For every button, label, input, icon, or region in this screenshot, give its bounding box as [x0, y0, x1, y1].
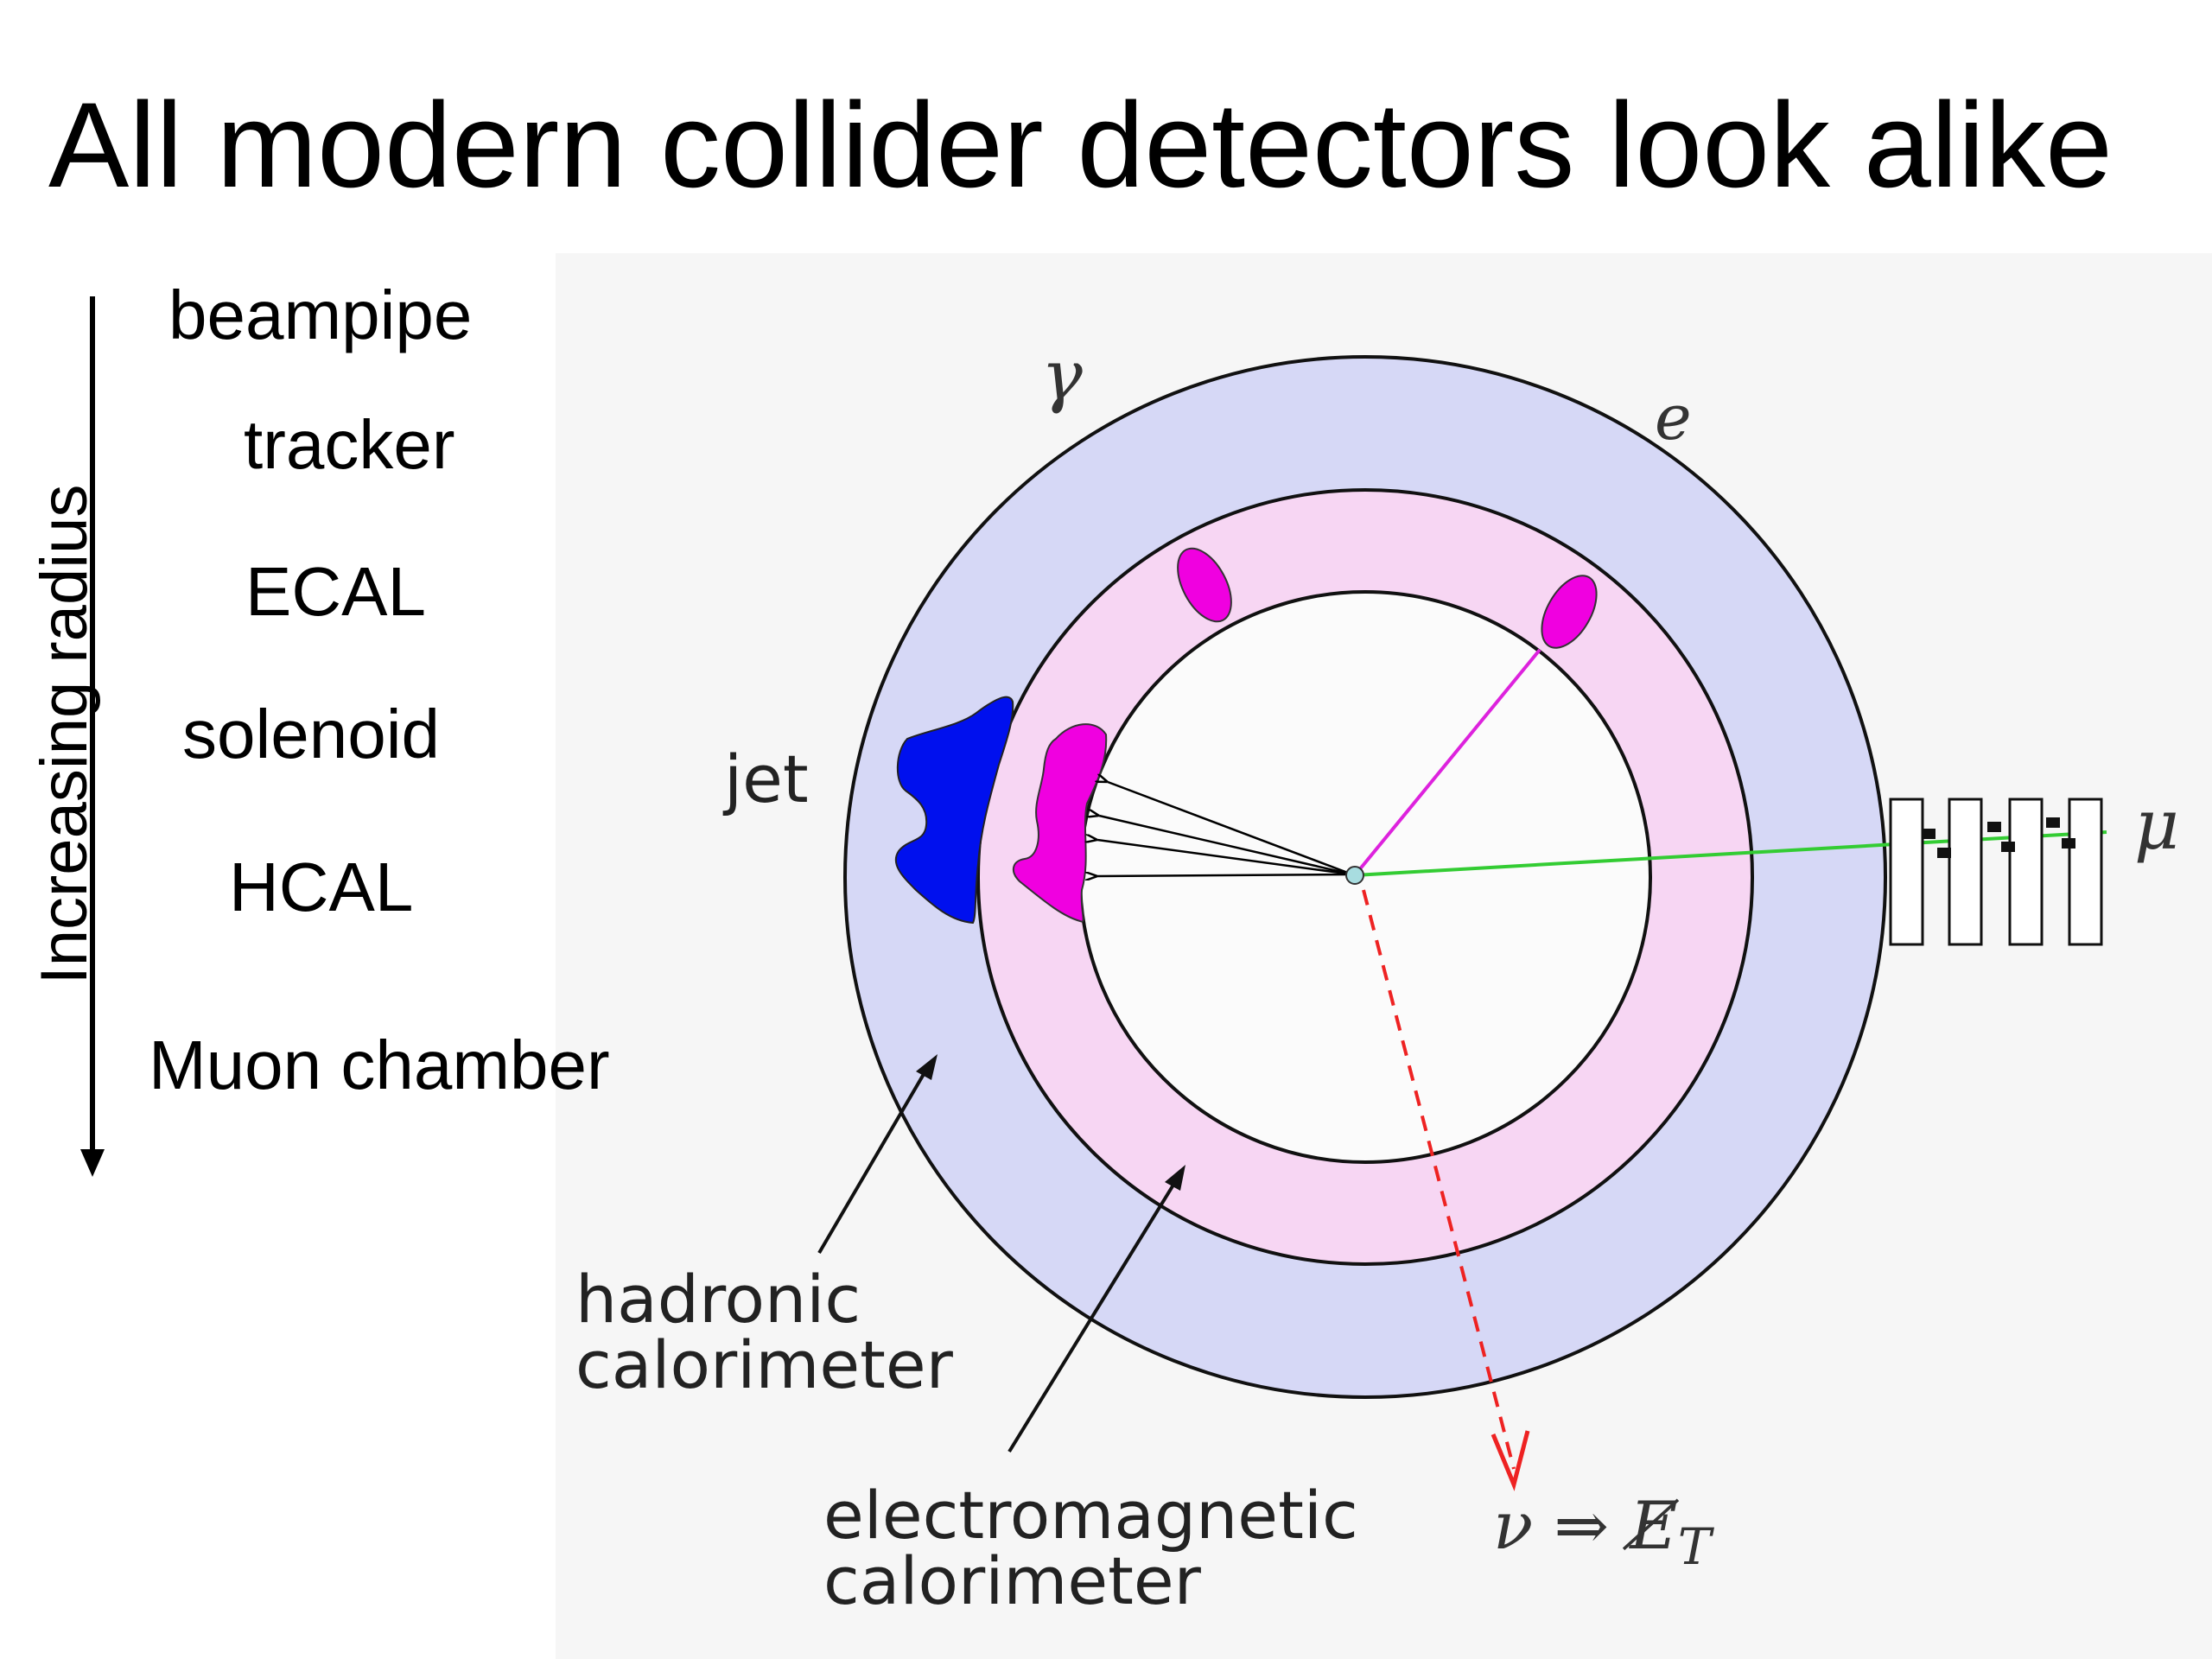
muon-hit — [1987, 822, 2001, 832]
em-label-line1: electromagnetic — [823, 1477, 1358, 1554]
muon-hit — [2046, 817, 2060, 828]
jet-track-3 — [1097, 840, 1353, 876]
hadronic-label-line2: calorimeter — [575, 1326, 954, 1403]
jet-label: jet — [722, 741, 809, 817]
neutrino-arrowhead — [1491, 1430, 1530, 1491]
muon-hit — [1922, 829, 1936, 839]
missing-et-main: ν ⇒ E̸ — [1493, 1487, 1680, 1564]
muon-label: μ — [2134, 785, 2179, 865]
interaction-vertex — [1345, 866, 1364, 885]
muon-hit — [2001, 842, 2015, 852]
layer-solenoid: solenoid — [182, 696, 441, 772]
layer-hcal: HCAL — [229, 849, 414, 925]
muon-chamber-3 — [2008, 798, 2044, 946]
muon-chamber-4 — [2068, 798, 2103, 946]
muon-hit — [2062, 838, 2075, 849]
layer-beampipe: beampipe — [168, 276, 473, 353]
missing-et-label: ν ⇒ E̸T — [1493, 1487, 1715, 1576]
electron-track — [1353, 648, 1541, 877]
layer-muon-chamber: Muon chamber — [149, 1027, 610, 1103]
hadronic-callout-line — [817, 1068, 928, 1255]
hadronic-label-line1: hadronic — [575, 1261, 861, 1338]
muon-hit — [1937, 848, 1951, 858]
em-callout-line — [1007, 1180, 1177, 1453]
hadronic-callout-arrowhead — [916, 1054, 938, 1080]
photon-label: γ — [1041, 335, 1083, 416]
jet-track-1 — [1108, 782, 1353, 876]
muon-chamber-1 — [1889, 798, 1924, 946]
jet-track-2 — [1099, 816, 1353, 876]
muon-chamber-2 — [1948, 798, 1983, 946]
jet-hadronic-deposit — [894, 696, 1014, 925]
slide-title: All modern collider detectors look alike — [48, 77, 2113, 213]
em-callout-arrowhead — [1165, 1165, 1185, 1191]
jet-track-4 — [1097, 874, 1353, 876]
missing-et-subscript: T — [1678, 1517, 1715, 1576]
layer-tracker: tracker — [244, 406, 455, 483]
layer-ecal: ECAL — [245, 553, 426, 630]
neutrino-arrow — [1362, 889, 1516, 1470]
jet-em-deposit — [1012, 723, 1108, 923]
em-label-line2: calorimeter — [823, 1542, 1202, 1619]
photon-em-deposit — [1177, 547, 1232, 623]
electron-label: e — [1655, 381, 1692, 454]
tracker-volume — [1078, 590, 1652, 1164]
electron-em-deposit — [1541, 575, 1598, 649]
